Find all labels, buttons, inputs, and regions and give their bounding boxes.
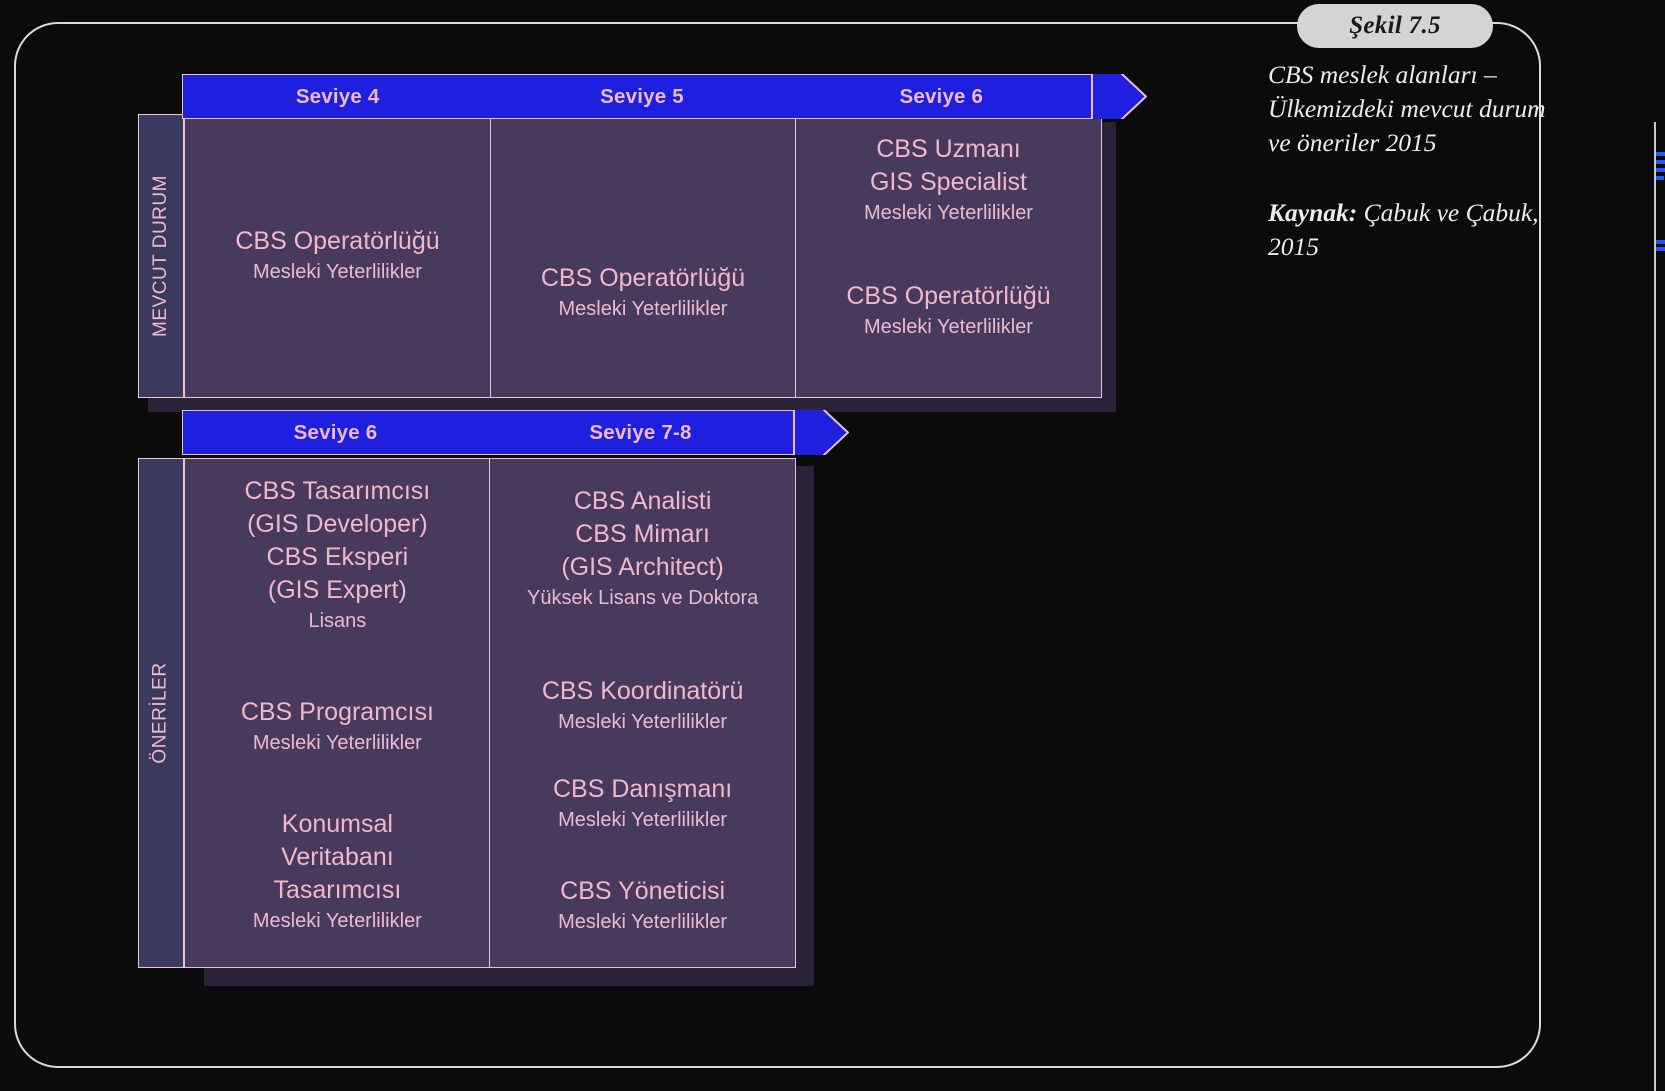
cell-block: CBS Operatörlüğü Mesleki Yeterlilikler	[804, 280, 1093, 342]
cell-block: CBS Programcısı Mesleki Yeterlilikler	[193, 696, 482, 758]
arrow-body: Seviye 4 Seviye 5 Seviye 6	[182, 74, 1092, 119]
section-label-mevcut-durum: MEVCUT DURUM	[138, 114, 184, 398]
section-label-text: ÖNERİLER	[150, 662, 172, 764]
arrow-level-seviye-6: Seviye 6	[899, 84, 984, 108]
cell-title: CBS Operatörlüğü	[846, 282, 1051, 310]
section-label-text: MEVCUT DURUM	[150, 175, 171, 337]
cell-subtitle: Mesleki Yeterlilikler	[864, 316, 1033, 338]
level-arrow-bottom: Seviye 6 Seviye 7-8	[182, 410, 849, 455]
arrow-body: Seviye 6 Seviye 7-8	[182, 410, 794, 455]
section-label-oneriler: ÖNERİLER	[138, 458, 184, 968]
caption-text: CBS meslek alanları – Ülkemizdeki mevcut…	[1268, 60, 1546, 157]
cell-title: CBS Tasarımcısı(GIS Developer)CBS Eksper…	[244, 477, 431, 604]
arrow-level-seviye-5: Seviye 5	[600, 84, 684, 108]
arrow-head-icon	[794, 410, 849, 455]
table-cell: CBS Tasarımcısı(GIS Developer)CBS Eksper…	[184, 458, 491, 968]
table-mevcut-durum: CBS Operatörlüğü Mesleki Yeterlilikler C…	[184, 114, 1105, 398]
edge-tick	[1656, 160, 1665, 164]
level-arrow-top: Seviye 4 Seviye 5 Seviye 6	[182, 74, 1147, 119]
arrow-head-icon	[1092, 74, 1147, 119]
cell-subtitle: Mesleki Yeterlilikler	[253, 261, 422, 283]
arrow-level-seviye-6: Seviye 6	[293, 420, 378, 444]
cell-title: CBS Operatörlüğü	[540, 264, 746, 292]
cell-title: CBS Programcısı	[240, 698, 434, 726]
cell-block: CBS Operatörlüğü Mesleki Yeterlilikler	[193, 225, 482, 287]
cell-block: CBS Yöneticisi Mesleki Yeterlilikler	[498, 875, 787, 937]
cell-block: CBS Operatörlüğü Mesleki Yeterlilikler	[499, 262, 788, 324]
cell-block: CBS Koordinatörü Mesleki Yeterlilikler	[498, 675, 787, 737]
figure-number-badge: Şekil 7.5	[1297, 4, 1493, 48]
edge-tick	[1656, 168, 1665, 172]
cell-subtitle: Mesleki Yeterlilikler	[558, 711, 728, 733]
cell-subtitle: Yüksek Lisans ve Doktora	[527, 587, 759, 609]
table-cell: CBS Operatörlüğü Mesleki Yeterlilikler	[184, 114, 491, 398]
cell-title: CBS Danışmanı	[553, 775, 733, 803]
source-text: Çabuk ve Çabuk, 2015	[1268, 198, 1539, 261]
cell-subtitle: Mesleki Yeterlilikler	[864, 202, 1033, 224]
cell-title: CBS Yöneticisi	[560, 877, 726, 905]
cell-subtitle: Mesleki Yeterlilikler	[252, 910, 422, 932]
edge-tick	[1656, 247, 1665, 251]
edge-tick	[1656, 152, 1665, 156]
arrow-level-seviye-7-8: Seviye 7-8	[589, 420, 692, 444]
cell-subtitle: Mesleki Yeterlilikler	[558, 298, 728, 320]
cell-subtitle: Mesleki Yeterlilikler	[558, 809, 728, 831]
cell-subtitle: Mesleki Yeterlilikler	[252, 732, 422, 754]
cell-title: CBS Koordinatörü	[541, 677, 744, 705]
cell-subtitle: Mesleki Yeterlilikler	[558, 911, 728, 933]
figure-caption: CBS meslek alanları – Ülkemizdeki mevcut…	[1268, 58, 1568, 264]
cell-title: CBS Operatörlüğü	[235, 227, 440, 255]
cell-block: CBS Danışmanı Mesleki Yeterlilikler	[498, 773, 787, 835]
cell-block: CBS Tasarımcısı(GIS Developer)CBS Eksper…	[193, 475, 482, 636]
cell-subtitle: Lisans	[308, 610, 367, 632]
table-oneriler: CBS Tasarımcısı(GIS Developer)CBS Eksper…	[184, 458, 796, 968]
edge-tick	[1656, 240, 1665, 244]
source-label: Kaynak:	[1268, 198, 1358, 227]
right-edge-rule	[1654, 122, 1656, 1091]
arrow-level-seviye-4: Seviye 4	[295, 84, 380, 108]
caption-source: Kaynak: Çabuk ve Çabuk, 2015	[1268, 196, 1568, 264]
table-cell: CBS Operatörlüğü Mesleki Yeterlilikler	[489, 114, 797, 398]
edge-tick	[1656, 176, 1664, 180]
